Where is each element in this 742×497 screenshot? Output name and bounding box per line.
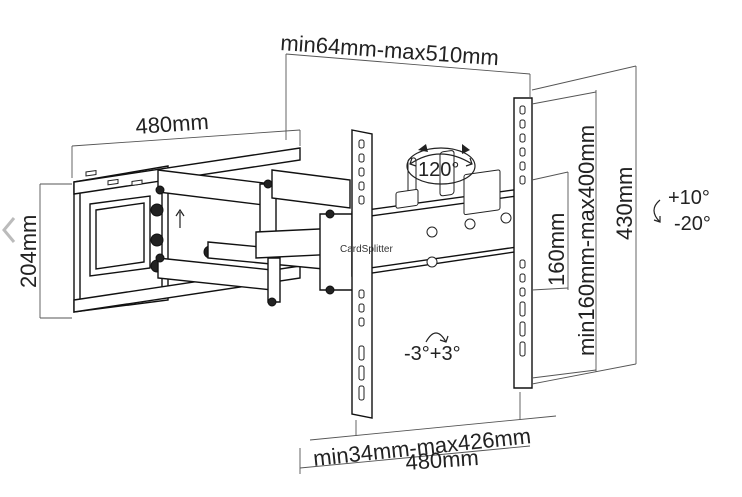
watermark: CardSplitter (340, 244, 393, 255)
tilt-down-label: -20° (674, 213, 711, 235)
tilt-up-label: +10° (668, 187, 710, 209)
wall-width-label: 480mm (135, 109, 210, 139)
vertical-range-label: min160mm-max400mm (574, 125, 599, 356)
swivel-label: 120° (418, 159, 459, 181)
total-height-label: 430mm (612, 167, 637, 240)
bottom-width-label: 480mm (405, 445, 480, 475)
chevron-left-icon[interactable] (2, 217, 16, 243)
rotation-label: -3°+3° (404, 343, 461, 365)
dimension-lines (39, 53, 637, 474)
vertical-rail-right (513, 97, 533, 389)
rotate-arrow-icon (425, 332, 449, 343)
top-range-label: min64mm-max510mm (280, 30, 500, 70)
wall-plate (73, 147, 301, 313)
wall-height-label: 204mm (16, 215, 41, 288)
swivel-arrows-icon (406, 144, 476, 185)
curved-arrow-icon (653, 199, 661, 223)
vertical-rail-left (351, 129, 373, 419)
articulating-arms (155, 169, 357, 307)
tv-plate (351, 150, 529, 277)
vertical-min-label: 160mm (544, 213, 569, 286)
